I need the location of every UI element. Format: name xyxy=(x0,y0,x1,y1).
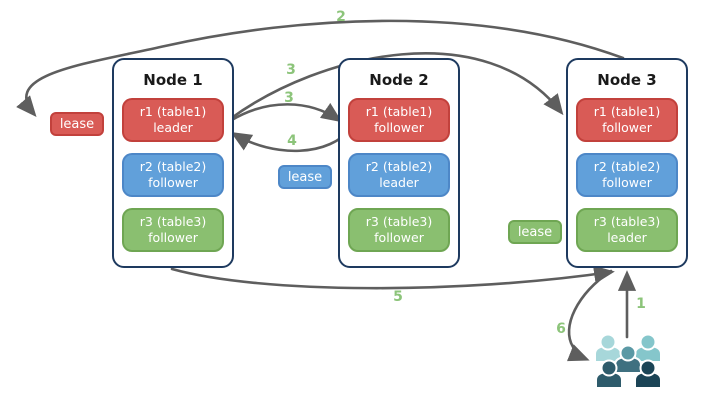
step-number-3: 3 xyxy=(284,90,294,106)
node-title: Node 3 xyxy=(597,71,657,89)
replica-name: r3 (table3) xyxy=(139,213,207,229)
replica-box-leader: r1 (table1)leader xyxy=(122,98,224,142)
node-title: Node 2 xyxy=(369,71,429,89)
step-number-2: 2 xyxy=(336,9,346,25)
person-icon-4 xyxy=(595,359,623,389)
replica-role: leader xyxy=(379,175,419,190)
step-number-4: 4 xyxy=(287,133,297,149)
replica-role: leader xyxy=(607,230,647,245)
replica-name: r2 (table2) xyxy=(593,158,661,174)
replica-role: follower xyxy=(602,120,652,135)
arrow-step-3-to-node2 xyxy=(228,102,343,123)
replica-name: r3 (table3) xyxy=(365,213,433,229)
arrow-step-6 xyxy=(566,269,613,362)
arrow-step-3-to-node3 xyxy=(228,52,564,121)
replica-role: follower xyxy=(602,175,652,190)
replica-box-follower: r3 (table3)follower xyxy=(122,208,224,252)
replica-box-leader: r2 (table2)leader xyxy=(348,153,450,197)
node-title: Node 1 xyxy=(143,71,203,89)
lease-label-blue: lease xyxy=(278,165,332,189)
arrow-step-2 xyxy=(16,19,625,117)
person-icon-5 xyxy=(634,359,662,389)
replica-box-follower: r2 (table2)follower xyxy=(122,153,224,197)
step-number-5: 5 xyxy=(393,289,403,305)
arrow-step-5 xyxy=(170,265,615,290)
replica-role: follower xyxy=(148,230,198,245)
replica-box-leader: r3 (table3)leader xyxy=(576,208,678,252)
replica-role: follower xyxy=(374,230,424,245)
replica-box-follower: r1 (table1)follower xyxy=(576,98,678,142)
lease-label-green: lease xyxy=(508,220,562,244)
person-icon-3 xyxy=(614,344,642,374)
person-icon-1 xyxy=(594,333,622,363)
replica-box-follower: r3 (table3)follower xyxy=(348,208,450,252)
step-number-1: 1 xyxy=(636,296,646,312)
replica-name: r3 (table3) xyxy=(593,213,661,229)
replica-name: r2 (table2) xyxy=(365,158,433,174)
replica-role: follower xyxy=(148,175,198,190)
users-icon xyxy=(594,333,662,389)
replica-name: r1 (table1) xyxy=(139,103,207,119)
replica-box-follower: r2 (table2)follower xyxy=(576,153,678,197)
step-number-6: 6 xyxy=(556,321,566,337)
lease-label-red: lease xyxy=(50,112,104,136)
replica-name: r1 (table1) xyxy=(593,103,661,119)
replica-box-follower: r1 (table1)follower xyxy=(348,98,450,142)
replica-name: r1 (table1) xyxy=(365,103,433,119)
person-icon-2 xyxy=(634,333,662,363)
step-number-3: 3 xyxy=(286,62,296,78)
replica-role: leader xyxy=(153,120,193,135)
replica-role: follower xyxy=(374,120,424,135)
replica-name: r2 (table2) xyxy=(139,158,207,174)
